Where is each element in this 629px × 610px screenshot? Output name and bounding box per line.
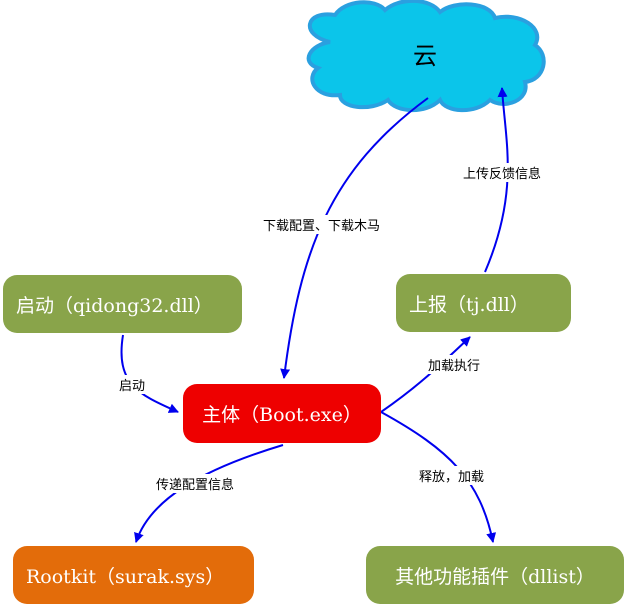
edge-main-to-rootkit xyxy=(134,444,284,543)
edge-label-report-to-cloud: 上传反馈信息 xyxy=(462,163,543,182)
edge-main-to-report xyxy=(380,336,471,413)
cloud-label: 云 xyxy=(413,42,437,70)
node-qidong[interactable]: 启动（qidong32.dll） xyxy=(3,275,242,333)
edge-qidong-to-main xyxy=(120,334,179,413)
edge-label-main-to-report: 加载执行 xyxy=(427,355,482,374)
edge-label-main-to-plugin: 释放，加载 xyxy=(418,466,486,485)
edge-label-qidong-to-main: 启动 xyxy=(118,375,147,394)
node-rootkit[interactable]: Rootkit（surak.sys） xyxy=(13,546,254,604)
node-plugin[interactable]: 其他功能插件（dllist） xyxy=(366,546,624,604)
node-report[interactable]: 上报（tj.dll） xyxy=(396,274,571,332)
cloud-shape xyxy=(306,0,546,113)
node-main[interactable]: 主体（Boot.exe） xyxy=(183,384,381,443)
edge-label-main-to-rootkit: 传递配置信息 xyxy=(155,474,236,493)
edge-label-cloud-to-main: 下载配置、下载木马 xyxy=(262,215,382,234)
edge-cloud-to-main xyxy=(280,97,429,379)
